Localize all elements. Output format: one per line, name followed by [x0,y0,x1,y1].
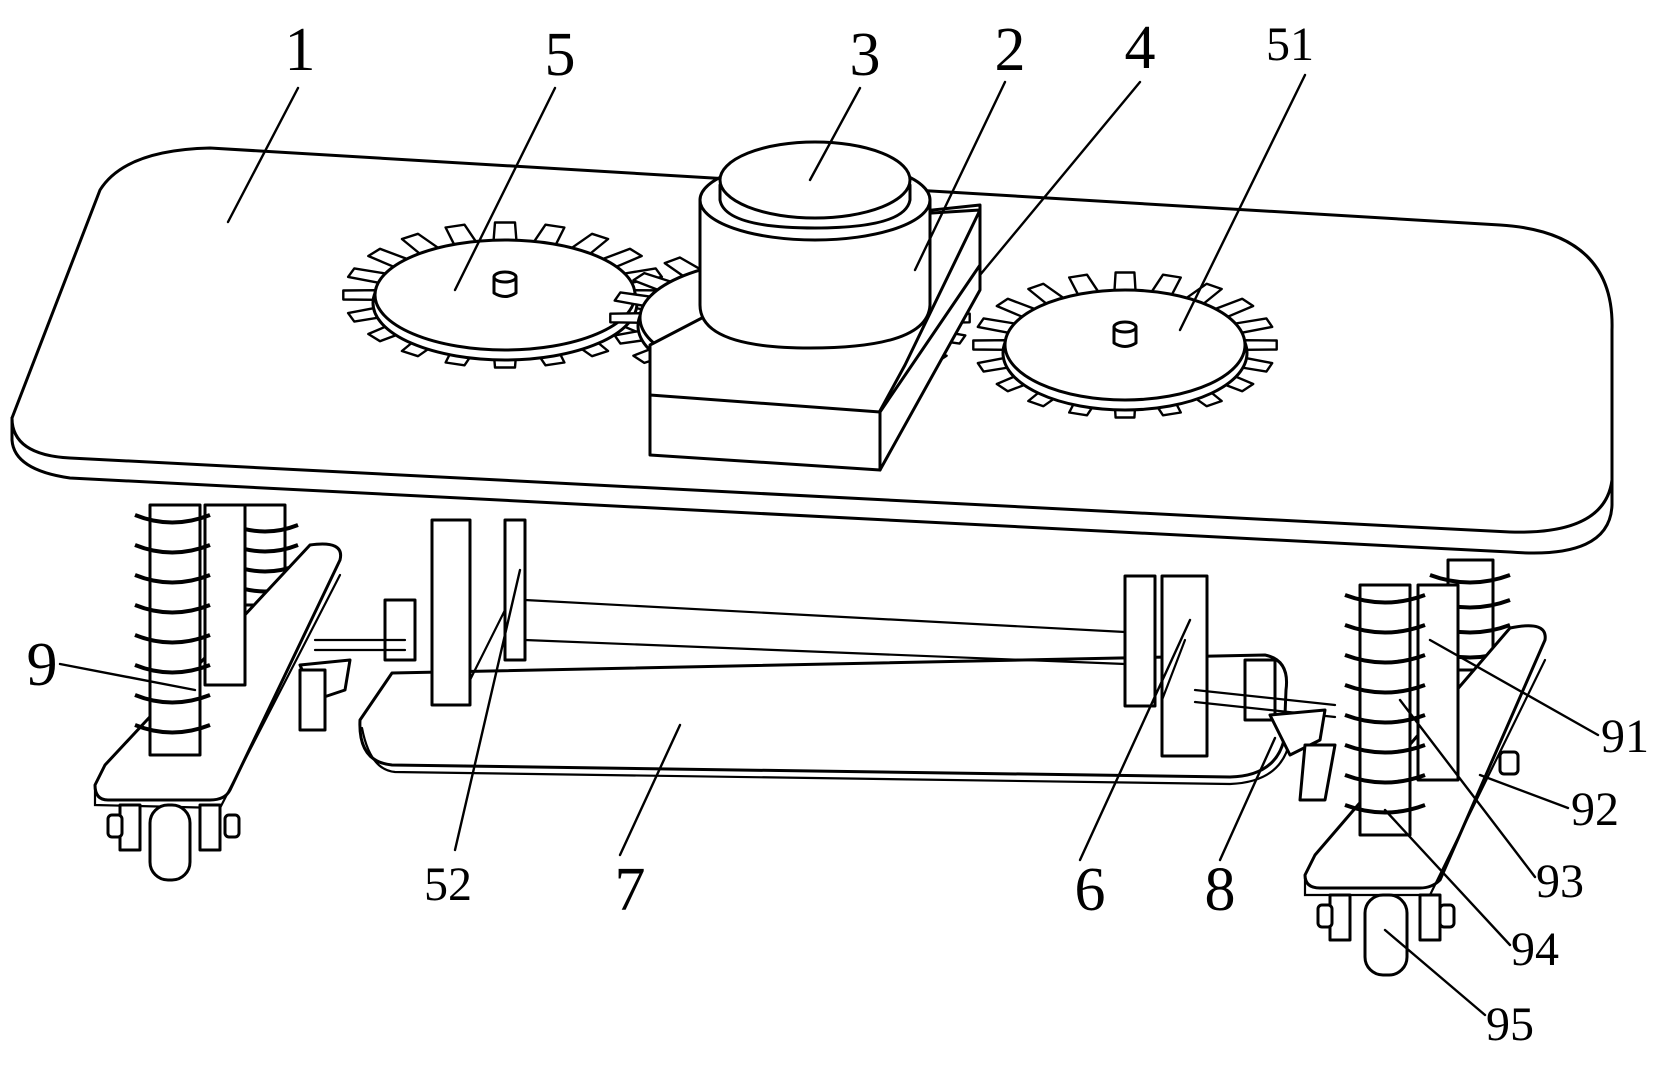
right-support-bracket [1123,574,1209,758]
label-94: 94 [1511,923,1559,976]
left-clamp [298,598,417,732]
gear-tooth [972,339,1007,351]
right-gear [972,271,1278,419]
right-clamp [1193,658,1337,802]
label-52: 52 [424,858,472,911]
left-support-bracket [430,518,527,707]
gear-tooth [492,221,518,242]
gear-shaft-top [1112,320,1138,334]
cross-rod-top [523,598,1127,634]
label-93: 93 [1536,855,1584,908]
gear-tooth [1243,339,1278,351]
label-4: 4 [1125,14,1156,82]
gear-shaft-top [492,270,518,284]
label-9: 9 [27,631,58,699]
leader-lines [58,73,1600,1017]
reference-numerals: 1 5 3 2 4 51 9 91 92 93 94 95 52 7 6 8 [27,14,1650,1051]
left-caster-wheel [106,803,241,882]
left-front-spring [134,503,247,757]
label-95: 95 [1486,998,1534,1051]
lower-plate [358,653,1289,779]
right-caster-wheel [1316,893,1456,977]
right-side-bolt [1498,750,1520,776]
lower-plate-edge [360,726,1292,786]
label-1: 1 [285,16,316,84]
label-2: 2 [995,16,1026,84]
label-51: 51 [1266,18,1314,71]
gear-tooth [342,289,377,301]
left-gear [342,221,668,369]
label-6: 6 [1075,856,1106,924]
cross-rod-bottom [523,638,1127,666]
label-3: 3 [850,21,881,89]
gear-tooth [609,312,642,324]
label-8: 8 [1205,856,1236,924]
label-7: 7 [615,856,646,924]
label-92: 92 [1571,783,1619,836]
label-91: 91 [1601,710,1649,763]
right-front-spring [1344,583,1460,837]
gear-tooth [1113,271,1137,292]
motor [698,140,932,350]
label-5: 5 [545,21,576,89]
